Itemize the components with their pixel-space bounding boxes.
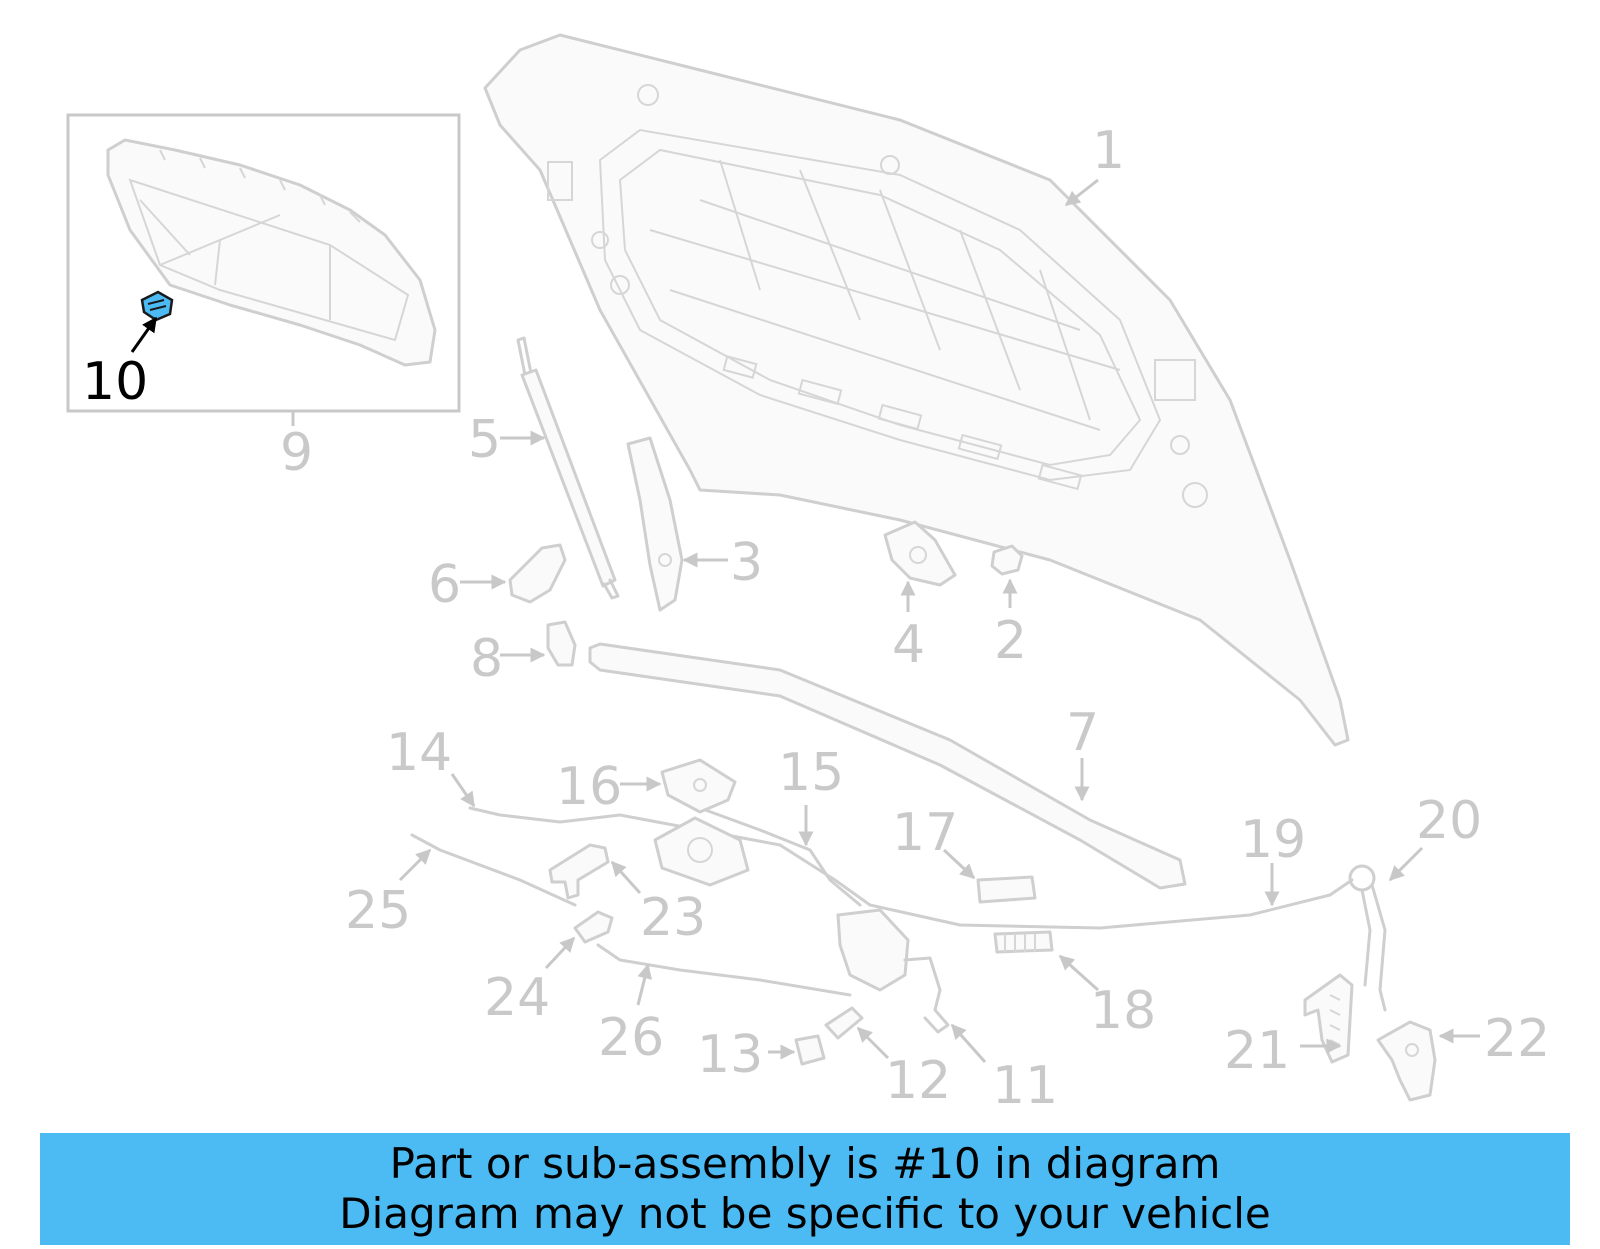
callout-21: 21 [1224,1021,1290,1081]
cable-clip-18 [993,930,1054,954]
callout-17: 17 [892,803,958,863]
hinge-seal-6 [508,543,567,604]
callout-14-leader [450,773,476,808]
cable-clip-24 [573,910,614,944]
callout-16: 16 [556,757,622,817]
callout-18: 18 [1090,981,1156,1041]
callout-4: 4 [892,615,925,675]
banner-line-2: Diagram may not be specific to your vehi… [339,1189,1271,1238]
callout-25-leader [398,848,432,882]
hood-bumper-2 [990,544,1024,576]
callout-7: 7 [1066,703,1099,763]
callout-26-leader [636,963,653,1006]
callout-5: 5 [468,410,501,470]
callout-18-leader [1058,954,1100,992]
hood-latch [653,816,750,887]
release-lever-21 [1303,973,1354,1064]
latch-bracket-16 [660,758,737,814]
handle-bracket-22 [1376,1020,1437,1102]
inset-box-insulator: 10 [66,113,461,413]
callout-13: 13 [697,1025,763,1085]
callout-1-leader [1064,178,1099,207]
nut-13 [794,1034,826,1066]
hood-hinge-3 [626,436,684,612]
hood-lift-strut-5 [516,336,620,600]
callout-26: 26 [598,1008,664,1068]
seal-clip-8 [546,620,577,667]
callout-25: 25 [345,881,411,941]
callout-11: 11 [992,1056,1058,1116]
callout-23-leader [610,860,642,895]
callout-22: 22 [1484,1009,1550,1069]
callout-2: 2 [994,611,1027,671]
callout-1: 1 [1092,121,1125,181]
hood-insulator [106,138,437,367]
release-cables [410,806,1387,1012]
callout-12-leader [856,1026,890,1060]
callout-10: 10 [82,352,148,412]
callout-24-leader [544,936,576,970]
callout-17-leader [942,848,976,880]
cable-bracket-17 [976,875,1037,904]
callout-23: 23 [640,888,706,948]
hood-panel [483,33,1350,747]
callout-20: 20 [1416,791,1482,851]
callout-20-leader [1388,846,1424,882]
callout-10-leader [130,316,158,353]
release-handle-23 [548,843,610,900]
banner-line-1: Part or sub-assembly is #10 in diagram [389,1139,1221,1188]
secondary-latch [836,908,950,1034]
callout-24: 24 [484,968,550,1028]
info-banner: Part or sub-assembly is #10 in diagram D… [40,1133,1570,1245]
bolt-12 [824,1006,864,1040]
callout-6: 6 [428,555,461,615]
callout-11-leader [950,1023,987,1063]
callout-12: 12 [885,1051,951,1111]
callout-3: 3 [730,533,763,593]
callout-9: 9 [280,423,313,483]
callout-8: 8 [470,629,503,689]
callout-19: 19 [1240,810,1306,870]
callout-14: 14 [386,723,452,783]
callout-15: 15 [778,743,844,803]
retainer-clip-10-highlighted[interactable] [140,290,174,322]
hood-striker-4 [883,520,957,587]
hood-seal-7 [588,642,1187,890]
